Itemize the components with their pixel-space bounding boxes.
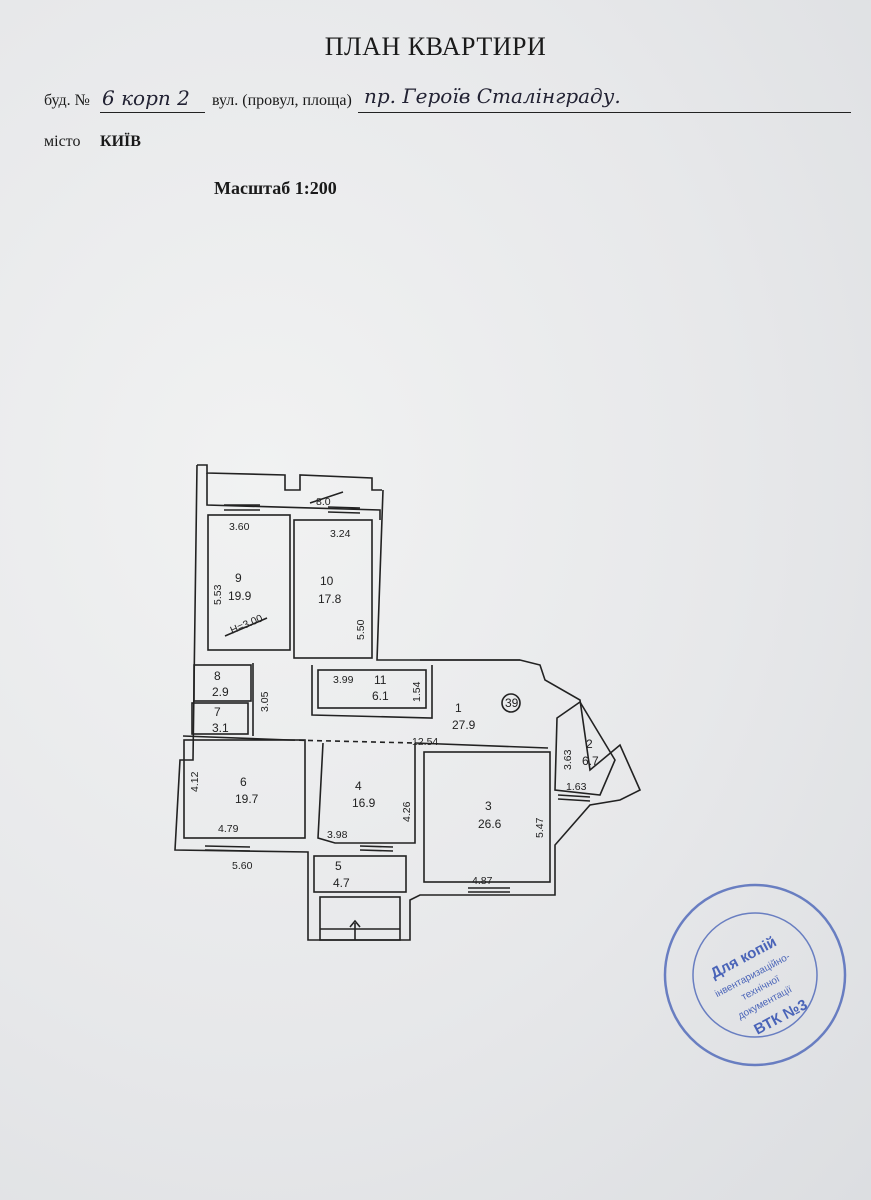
room-6-number: 6 xyxy=(240,775,247,789)
room-4-number: 4 xyxy=(355,779,362,793)
room-2-area: 6.7 xyxy=(582,754,599,768)
room-5-area: 4.7 xyxy=(333,876,350,890)
room-10-number: 10 xyxy=(320,574,334,588)
svg-text:3.60: 3.60 xyxy=(229,521,250,533)
room-11-area: 6.1 xyxy=(372,689,389,703)
svg-text:5.53: 5.53 xyxy=(212,584,224,605)
room-6-area: 19.7 xyxy=(235,792,259,806)
svg-text:4.79: 4.79 xyxy=(218,823,239,835)
walls xyxy=(174,464,642,941)
official-stamp: Для копій інвентаризаційно- технічної до… xyxy=(663,883,847,1067)
apartment-number-circle xyxy=(501,693,521,713)
room-8-area: 2.9 xyxy=(212,685,229,699)
building-label: буд. № xyxy=(44,92,90,109)
room-7-area: 3.1 xyxy=(212,721,229,735)
scale-label: Масштаб 1:200 xyxy=(214,178,337,198)
svg-text:3.05: 3.05 xyxy=(259,691,271,712)
svg-text:4.26: 4.26 xyxy=(401,801,413,822)
svg-text:3.99: 3.99 xyxy=(333,674,354,686)
room-1-area: 27.9 xyxy=(452,718,476,732)
svg-text:3.98: 3.98 xyxy=(327,829,348,841)
svg-text:12.54: 12.54 xyxy=(412,736,438,748)
room-7-number: 7 xyxy=(214,705,221,719)
svg-text:1.54: 1.54 xyxy=(411,681,423,702)
room-1-number: 1 xyxy=(455,701,462,715)
street-value: пр. Героїв Сталінграду. xyxy=(364,84,621,108)
building-value: 6 корп 2 xyxy=(102,86,190,110)
room-11-number: 11 xyxy=(374,673,387,687)
svg-text:4.12: 4.12 xyxy=(189,771,201,792)
svg-text:3.24: 3.24 xyxy=(330,528,351,540)
room-labels: 9 19.9 10 17.8 11 6.1 8 2.9 7 3.1 1 27.9… xyxy=(212,571,599,890)
apartment-number: 39 xyxy=(505,696,519,710)
svg-text:4.87: 4.87 xyxy=(472,875,493,887)
svg-text:1.63: 1.63 xyxy=(566,781,587,793)
page-title: ПЛАН КВАРТИРИ xyxy=(324,32,547,61)
room-9-area: 19.9 xyxy=(228,589,252,603)
ceiling-height: H=3.00 xyxy=(228,612,264,636)
room-3-number: 3 xyxy=(485,799,492,813)
svg-text:8.0: 8.0 xyxy=(316,496,331,508)
street-label: вул. (провул, площа) xyxy=(212,92,352,109)
city-value: КИЇВ xyxy=(100,133,141,150)
svg-text:5.60: 5.60 xyxy=(232,860,253,872)
room-4-area: 16.9 xyxy=(352,796,376,810)
room-2-number: 2 xyxy=(586,737,593,751)
room-10-area: 17.8 xyxy=(318,592,342,606)
city-label: місто xyxy=(44,133,81,150)
room-3-area: 26.6 xyxy=(478,817,502,831)
svg-text:5.50: 5.50 xyxy=(355,619,367,640)
svg-text:5.47: 5.47 xyxy=(534,817,546,838)
room-9-number: 9 xyxy=(235,571,242,585)
svg-text:3.63: 3.63 xyxy=(562,749,574,770)
room-8-number: 8 xyxy=(214,669,221,683)
room-5-number: 5 xyxy=(335,859,342,873)
